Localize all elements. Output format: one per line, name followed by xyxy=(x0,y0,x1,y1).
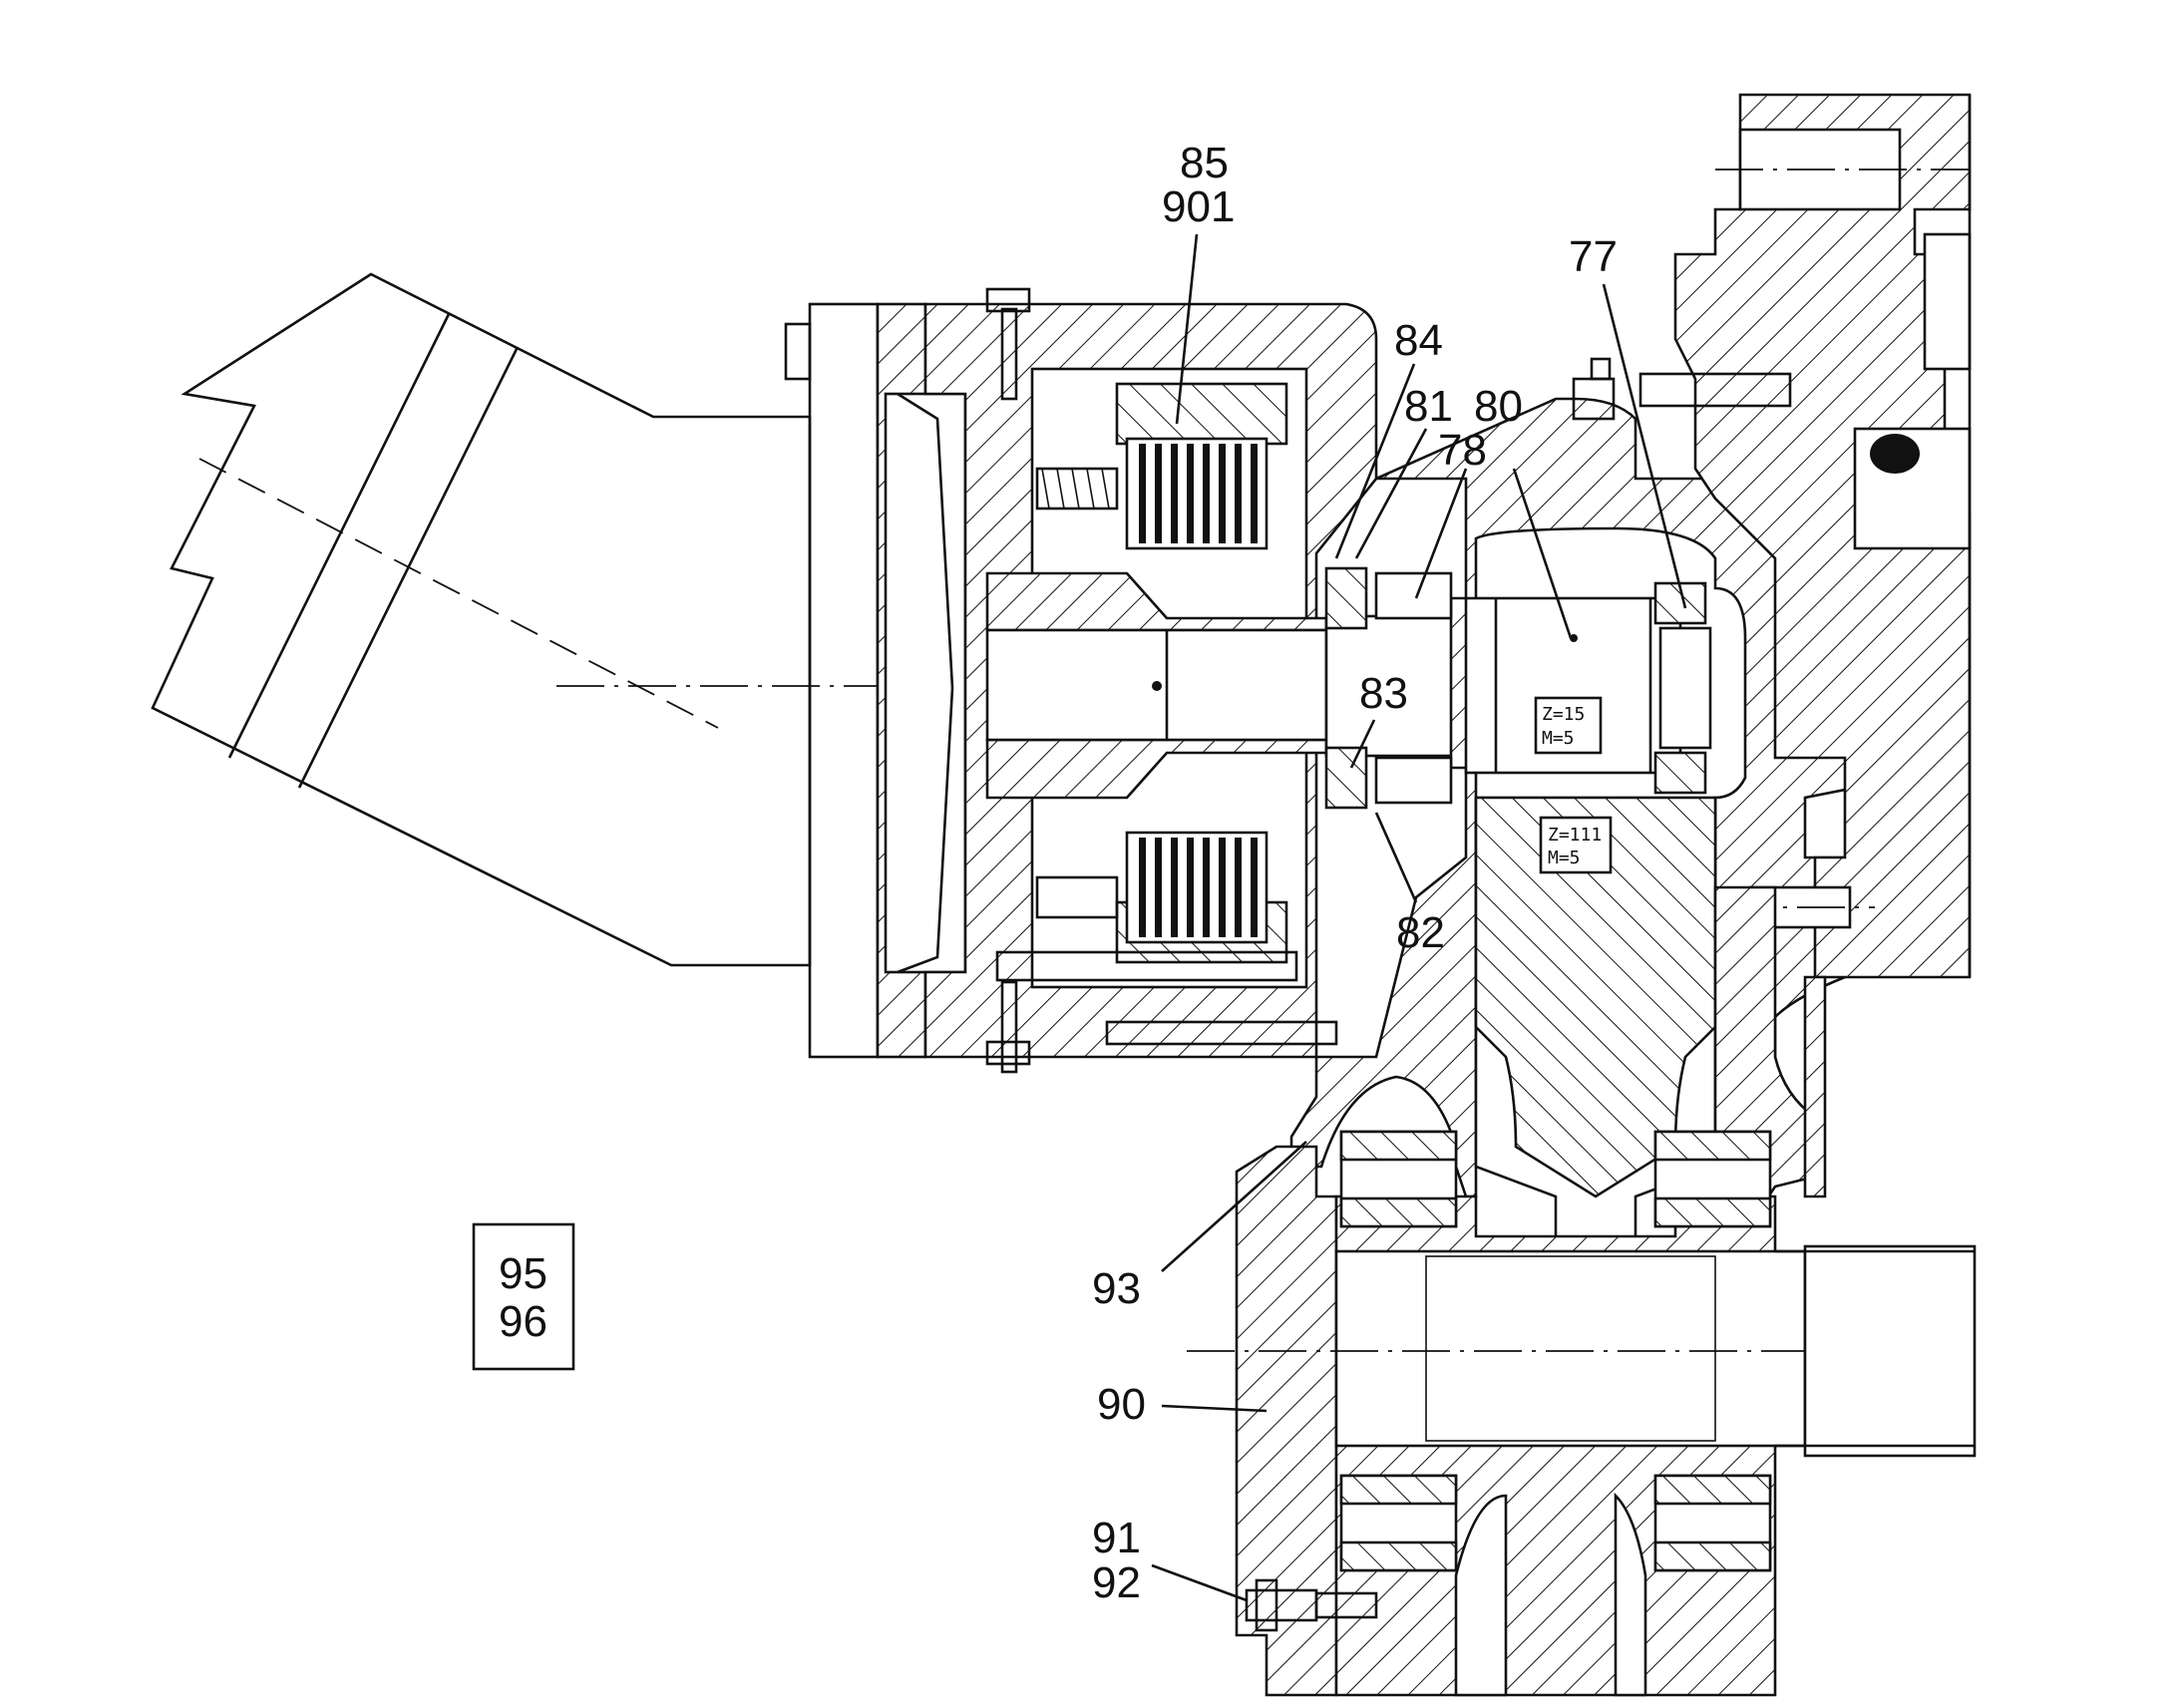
label-93: 93 xyxy=(1092,1264,1141,1313)
part-labels: 85 901 84 81 80 78 77 83 82 93 90 91 92 … xyxy=(499,139,1618,1607)
pinion-tooth-count: Z=15 xyxy=(1542,704,1585,725)
label-box-95-96 xyxy=(472,1222,575,1371)
label-96: 96 xyxy=(499,1297,547,1346)
label-77: 77 xyxy=(1569,232,1618,281)
input-shaft-coupling xyxy=(985,571,1468,800)
gear-housing: Z=111 M=5 Z=15 M=5 xyxy=(1289,357,1857,1258)
label-80: 80 xyxy=(1474,382,1523,431)
label-81: 81 xyxy=(1404,382,1453,431)
label-90: 90 xyxy=(1097,1380,1146,1429)
label-85: 85 xyxy=(1180,139,1229,187)
label-95: 95 xyxy=(499,1249,547,1298)
gear-module: M=5 xyxy=(1548,848,1581,868)
label-91: 91 xyxy=(1092,1514,1141,1562)
output-assembly xyxy=(1187,1130,1977,1697)
label-901: 901 xyxy=(1162,182,1235,231)
label-78: 78 xyxy=(1438,426,1487,475)
label-82: 82 xyxy=(1396,908,1445,957)
brake-disc-pack-upper xyxy=(1125,437,1269,550)
brake-disc-pack-lower xyxy=(1125,831,1269,944)
motor-flange xyxy=(784,302,967,1059)
long-shaft xyxy=(1775,95,1975,1448)
leader-lines xyxy=(1151,233,1687,1602)
hydraulic-motor xyxy=(151,272,878,967)
gear-tooth-count: Z=111 xyxy=(1548,825,1602,846)
pinion-module: M=5 xyxy=(1542,728,1575,749)
label-92: 92 xyxy=(1092,1558,1141,1607)
label-84: 84 xyxy=(1394,316,1443,365)
label-83: 83 xyxy=(1359,669,1408,718)
